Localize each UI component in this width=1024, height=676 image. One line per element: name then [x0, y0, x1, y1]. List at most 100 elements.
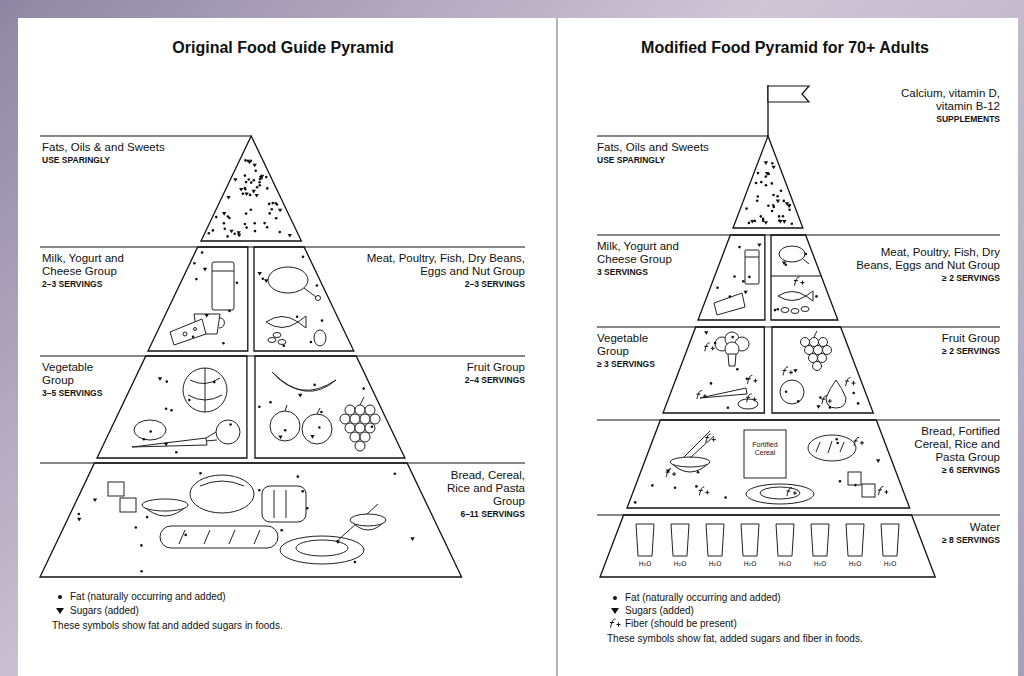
sugar-triangle — [816, 405, 820, 409]
food-drawings — [745, 257, 759, 258]
food-drawings — [355, 405, 365, 415]
tier-outline — [698, 235, 765, 320]
tier-outline — [255, 356, 405, 458]
fiber-symbol — [854, 437, 865, 446]
fat-dot — [371, 425, 374, 428]
legend-text: Fat (naturally occurring and added) — [70, 590, 430, 603]
sugar-triangle — [771, 166, 775, 170]
tier-outline — [254, 247, 354, 351]
sugar-triangle — [260, 175, 264, 179]
legend-samples — [613, 596, 617, 600]
label-block: Calcium, vitamin D, vitamin B-12SUPPLEME… — [870, 87, 1000, 125]
glass-label: H₂O — [632, 560, 658, 568]
food-drawings — [183, 332, 187, 336]
fat-dot — [244, 187, 247, 190]
pyramid: Original Food Guide PyramidFats, Oils & … — [20, 20, 557, 676]
food-drawings — [350, 514, 386, 526]
food-drawings — [270, 411, 300, 441]
fat-dot — [184, 534, 187, 537]
fat-dot — [791, 223, 794, 226]
food-drawings — [302, 414, 332, 444]
food-drawings — [741, 524, 759, 556]
fat-sugar-fiber-symbols — [77, 159, 888, 572]
food-drawings — [780, 380, 804, 404]
group-name: Calcium, vitamin D, vitamin B-12 — [870, 87, 1000, 113]
tier-outline — [627, 420, 910, 508]
tier-outline — [148, 247, 248, 351]
fat-dot — [199, 472, 202, 475]
food-drawings — [278, 340, 286, 345]
food-group-tier: Milk, Yogurt and Cheese Group2–3 SERVING… — [148, 247, 248, 351]
label-block: Fat (naturally occurring and added) — [70, 590, 430, 603]
fat-dot — [835, 438, 838, 441]
food-drawings — [814, 331, 817, 337]
tier-outline — [733, 136, 803, 228]
sugar-triangle — [252, 190, 256, 194]
label-block: H₂O — [842, 560, 868, 568]
label-block: Bread, Cereal, Rice and Pasta Group6–11 … — [440, 469, 525, 520]
fiber-symbol — [666, 469, 677, 478]
food-drawings — [808, 435, 856, 461]
tier-outline — [40, 463, 462, 577]
fat-dot — [731, 336, 734, 339]
tier-outline — [733, 136, 803, 228]
sugar-triangle — [785, 202, 789, 206]
food-drawings — [360, 432, 370, 442]
fat-dot — [776, 195, 779, 198]
fat-dot — [760, 181, 763, 184]
fat-dot — [757, 172, 760, 175]
sugar-triangle — [876, 459, 880, 463]
sugar-triangle — [244, 193, 248, 197]
sugar-triangle — [782, 220, 786, 224]
food-drawings — [134, 420, 166, 440]
food-drawings — [212, 271, 234, 272]
fat-dot — [857, 402, 860, 405]
sugar-triangle — [222, 212, 226, 216]
food-drawings — [206, 432, 217, 441]
fat-dot — [695, 485, 698, 488]
fat-dot — [249, 194, 252, 197]
legend-text: Sugars (added) — [625, 604, 985, 617]
fat-dot — [250, 181, 253, 184]
food-drawings — [345, 405, 355, 415]
food-drawings — [200, 481, 244, 486]
food-drawings — [345, 423, 355, 433]
fat-dot — [213, 381, 216, 384]
tier-outline — [255, 356, 405, 458]
tier-outline — [40, 463, 462, 577]
fat-dot — [755, 182, 758, 185]
fat-dot — [256, 186, 259, 189]
food-drawings — [706, 524, 724, 556]
group-name: Meat, Poultry, Fish, Dry Beans, Eggs and… — [340, 252, 525, 278]
food-drawings — [846, 524, 864, 556]
sugar-triangle — [237, 231, 241, 235]
label-block: Fiber (should be present) — [625, 617, 985, 630]
fat-dot — [785, 390, 788, 393]
sugar-triangle — [336, 541, 340, 545]
label-block: Milk, Yogurt and Cheese Group3 SERVINGS — [597, 240, 697, 278]
fat-dot — [321, 319, 324, 322]
fat-dot — [320, 411, 323, 414]
sugar-triangle — [278, 436, 282, 440]
fat-dot — [727, 407, 730, 410]
group-name: Fruit Group — [900, 332, 1000, 345]
sugar-triangle — [776, 200, 780, 204]
food-drawings — [274, 490, 286, 518]
serving-count: 3–5 SERVINGS — [42, 388, 122, 399]
fat-dot — [259, 184, 262, 187]
sugar-triangle — [255, 194, 259, 198]
fat-dot — [736, 368, 739, 371]
food-drawings — [801, 307, 809, 312]
group-name: Vegetable Group — [597, 332, 669, 358]
label-block: Milk, Yogurt and Cheese Group2–3 SERVING… — [42, 252, 147, 290]
serving-count: ≥ 3 SERVINGS — [597, 359, 669, 370]
glass-label: H₂O — [842, 560, 868, 568]
fat-dot — [745, 207, 748, 210]
fat-dot — [143, 438, 146, 441]
fat-dot — [208, 232, 211, 235]
fat-dot — [782, 215, 785, 218]
fat-dot — [772, 194, 775, 197]
fiber-symbol — [704, 343, 715, 352]
label-block: H₂O — [667, 560, 693, 568]
